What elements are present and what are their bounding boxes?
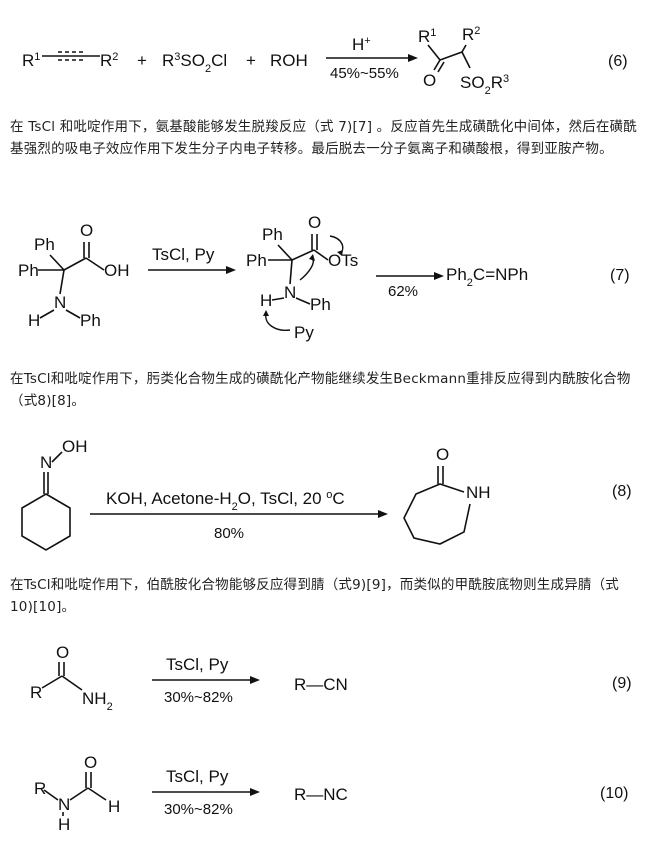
paragraph-decarboxylation: 在 TsCl 和吡啶作用下，氨基酸能够发生脱羧反应（式 7)[7] 。反应首先生… — [10, 119, 637, 157]
eq8-cyclohexane-oxime — [21, 451, 71, 551]
paragraph-nitrile: 在TsCl和吡啶作用下，伯酰胺化合物能够反应得到腈（式9)[9]，而类似的甲酰胺… — [10, 577, 619, 615]
eq6-yield: 45%~55% — [330, 65, 399, 82]
eq7-int-py: Py — [294, 323, 314, 342]
scheme-eq7: Ph Ph O OH N H Ph TsCl, Py Ph Ph O OTs N… — [18, 213, 630, 342]
eq10-n: N — [58, 795, 70, 814]
eq7-n: N — [54, 293, 66, 312]
scheme-eq9: O R NH2 TsCl, Py 30%~82% R—CN (9) — [30, 643, 632, 713]
eq7-int-ph-n: Ph — [310, 295, 331, 314]
eq10-formamide-bonds — [43, 772, 107, 816]
eq10-n-h: H — [58, 815, 70, 834]
eq7-ph-n: Ph — [80, 311, 101, 330]
eq6-product-r1: R1 — [418, 27, 436, 46]
eq7-int-o: O — [308, 213, 321, 232]
eq8-product-nh: NH — [466, 483, 491, 502]
eq7-start-bonds — [38, 242, 105, 319]
eq10-r: R — [34, 779, 46, 798]
eq7-product: Ph2C=NPh — [446, 265, 528, 289]
eq6-product-bonds — [427, 44, 471, 73]
eq10-yield: 30%~82% — [164, 801, 233, 818]
eq7-int-ph-left: Ph — [246, 251, 267, 270]
eq10-product: R—NC — [294, 785, 348, 804]
eq10-o: O — [84, 753, 97, 772]
eq8-caprolactam-ring — [403, 466, 471, 545]
eq6-sulfonyl-chloride: R3SO2Cl — [162, 51, 227, 75]
eq7-yield: 62% — [388, 283, 418, 300]
scheme-eq6: R1 R2 + R3SO2Cl + ROH H+ 45%~55% R1 R2 O… — [22, 25, 628, 97]
eq10-reagent: TsCl, Py — [166, 767, 229, 786]
eq6-alkyne-r1: R1 — [22, 51, 40, 70]
eq7-int-n: N — [284, 283, 296, 302]
eq6-alkyne-r2: R2 — [100, 51, 118, 70]
eq7-int-h: H — [260, 291, 272, 310]
eq7-int-bonds — [263, 234, 344, 331]
eq6-product-o: O — [423, 71, 436, 90]
eq7-int-ots: OTs — [328, 251, 358, 270]
eq10-reaction-arrow — [152, 788, 260, 796]
eq7-ph-top: Ph — [34, 235, 55, 254]
scheme-eq10: O R N H H TsCl, Py 30%~82% R—NC (10) — [34, 753, 628, 834]
eq6-plus-1: + — [137, 51, 147, 70]
eq9-nh2: NH2 — [82, 689, 113, 713]
eq8-number: (8) — [612, 483, 632, 500]
eq8-reagent: KOH, Acetone-H2O, TsCl, 20 oC — [106, 489, 345, 513]
eq8-yield: 80% — [214, 525, 244, 542]
eq7-arrow-2 — [376, 272, 444, 280]
eq6-reaction-arrow — [326, 54, 418, 62]
eq7-number: (7) — [610, 267, 630, 284]
eq7-reagent: TsCl, Py — [152, 245, 215, 264]
eq8-product-o: O — [436, 445, 449, 464]
eq6-product-sulfone: SO2R3 — [460, 73, 509, 97]
eq9-reaction-arrow — [152, 676, 260, 684]
eq7-oh: OH — [104, 261, 130, 280]
eq7-carbonyl-o: O — [80, 221, 93, 240]
eq6-triple-bond — [42, 51, 100, 61]
eq9-amide-bonds — [41, 662, 83, 691]
eq7-int-ph-top: Ph — [262, 225, 283, 244]
eq8-n: N — [40, 453, 52, 472]
eq10-number: (10) — [600, 785, 628, 802]
eq9-o: O — [56, 643, 69, 662]
eq8-reaction-arrow — [90, 510, 388, 518]
eq6-number: (6) — [608, 53, 628, 70]
eq6-plus-2: + — [246, 51, 256, 70]
eq9-r: R — [30, 683, 42, 702]
eq9-product: R—CN — [294, 675, 348, 694]
eq9-yield: 30%~82% — [164, 689, 233, 706]
eq6-reagent: H+ — [352, 35, 371, 54]
scheme-eq8: OH N KOH, Acetone-H2O, TsCl, 20 oC 80% O… — [21, 437, 632, 551]
eq9-number: (9) — [612, 675, 632, 692]
eq6-alcohol: ROH — [270, 51, 308, 70]
paragraph-beckmann: 在TsCl和吡啶作用下，肟类化合物生成的磺酰化产物能继续发生Beckmann重排… — [10, 371, 631, 409]
eq7-h: H — [28, 311, 40, 330]
eq7-arrow-1 — [148, 266, 236, 274]
eq7-ph-left: Ph — [18, 261, 39, 280]
eq6-product-r2: R2 — [462, 25, 480, 44]
eq10-formyl-h: H — [108, 797, 120, 816]
eq9-reagent: TsCl, Py — [166, 655, 229, 674]
eq8-oh: OH — [62, 437, 88, 456]
